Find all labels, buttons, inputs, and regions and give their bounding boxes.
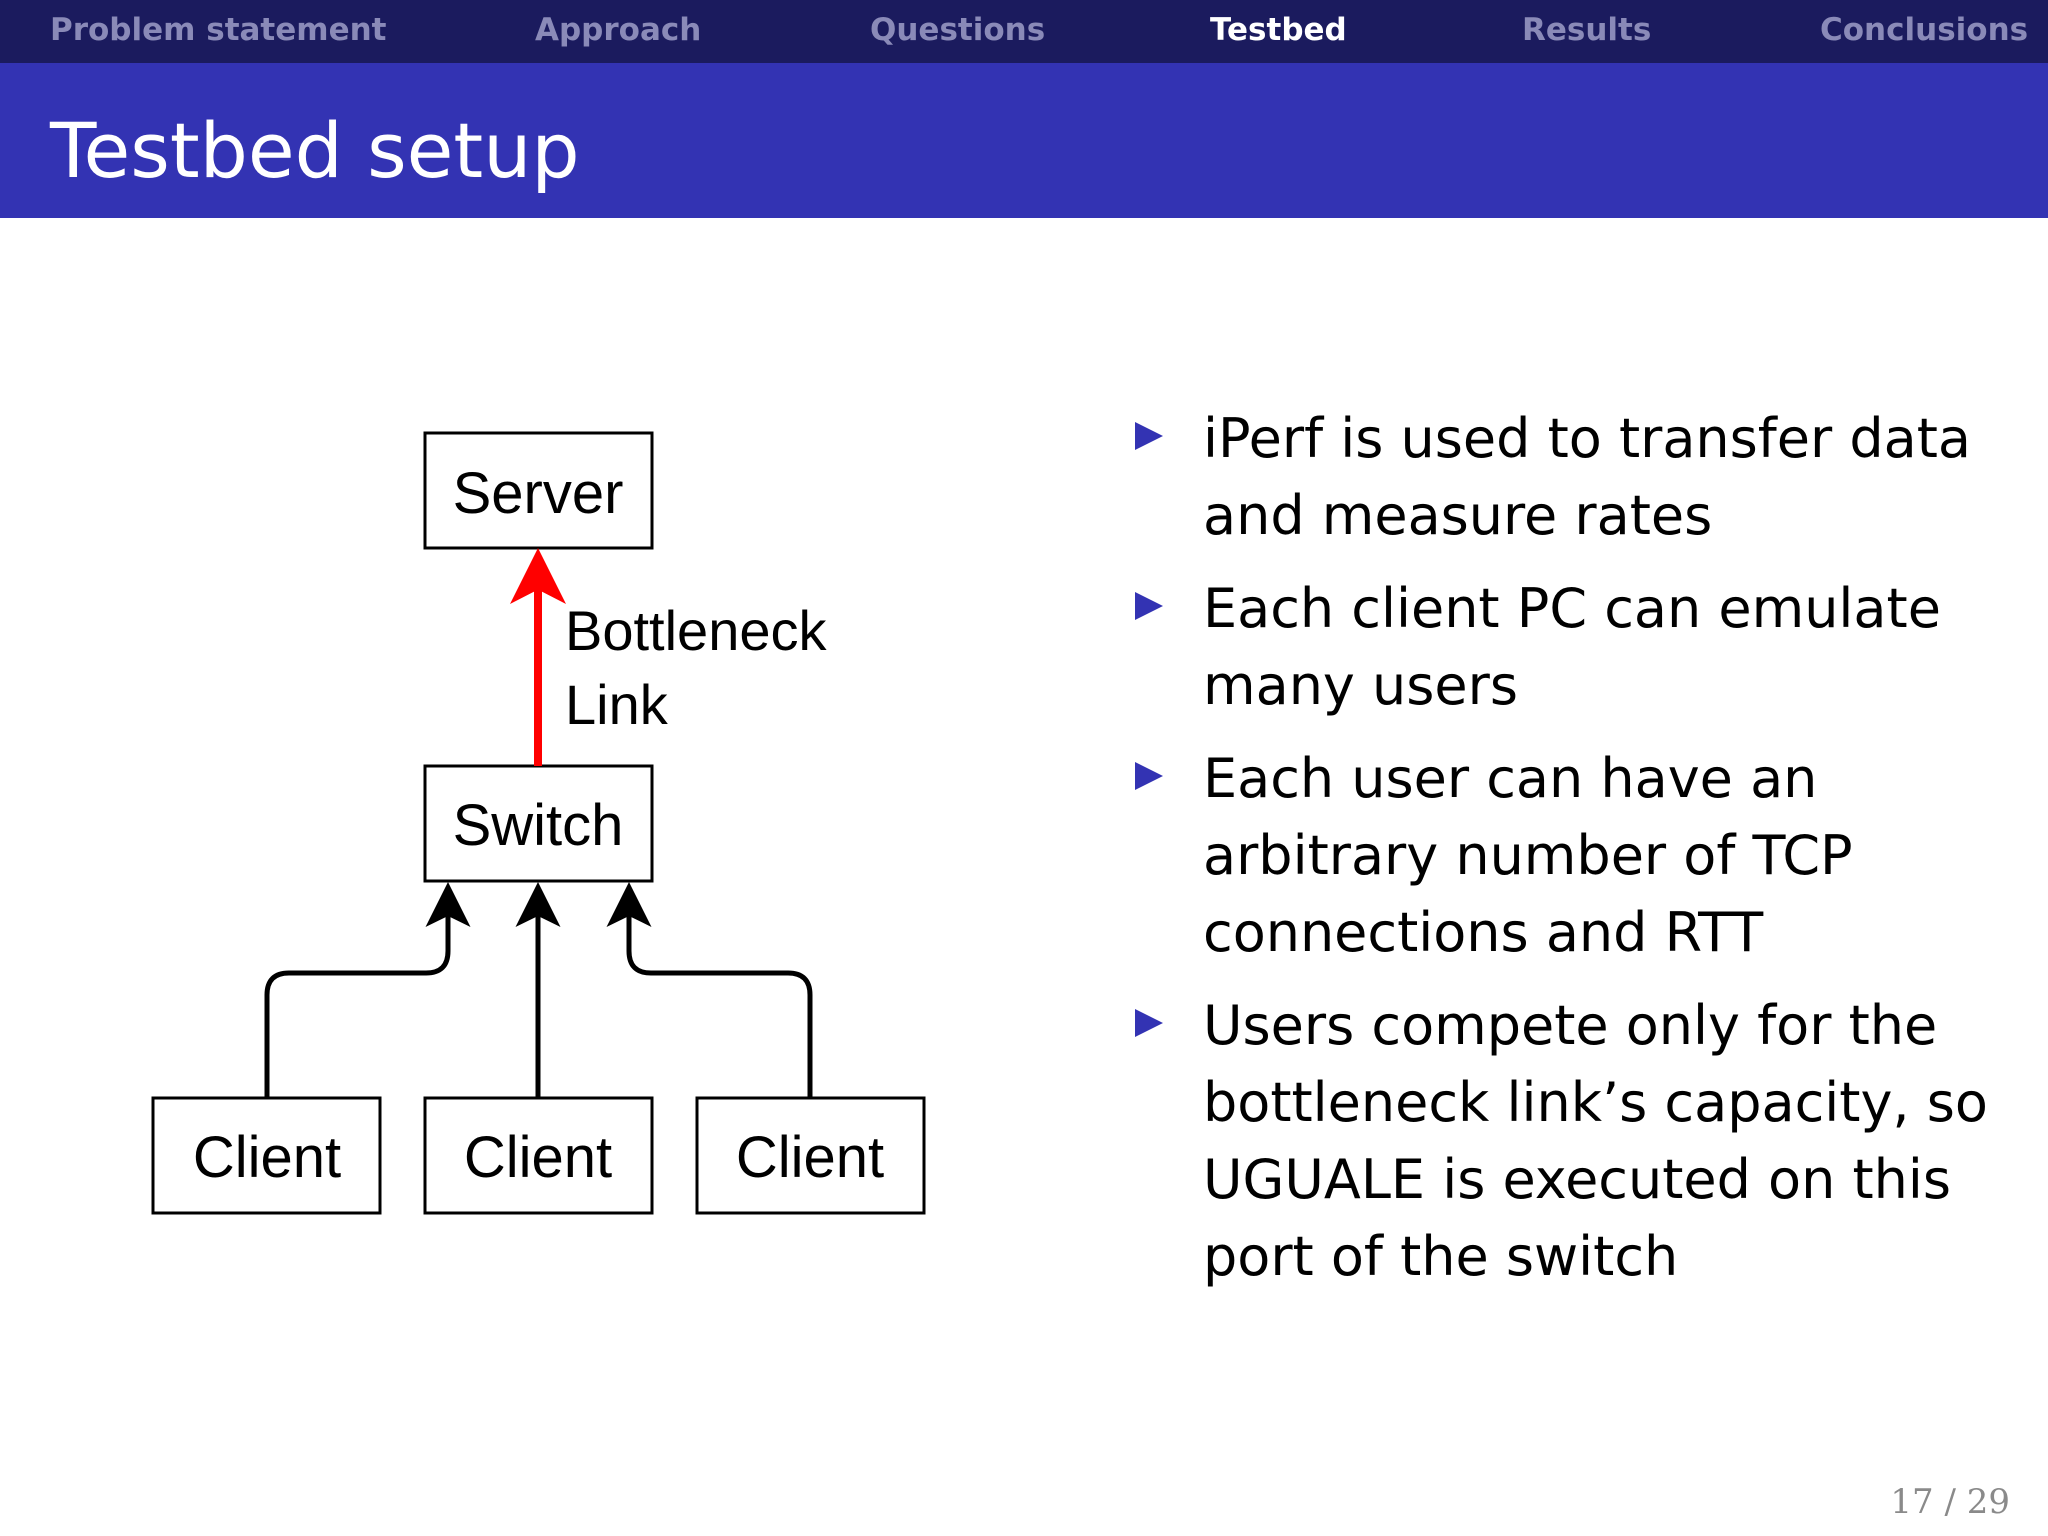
server-label: Server (453, 461, 624, 526)
bullet-item: Each user can have an arbitrary number o… (1135, 740, 2015, 971)
title-bar (0, 63, 2048, 218)
bullet-text: iPerf is used to transfer data and measu… (1203, 407, 1971, 547)
client-label-1: Client (193, 1125, 341, 1190)
bullet-text: Each user can have an arbitrary number o… (1203, 747, 1853, 964)
server-node: Server (423, 431, 654, 550)
bullet-text: Users compete only for the bottleneck li… (1203, 994, 1988, 1288)
section-navbar: Problem statement Approach Questions Tes… (0, 0, 2048, 63)
bottleneck-label-line2: Link (565, 673, 669, 736)
bottleneck-label-line1: Bottleneck (565, 599, 827, 662)
client-3-link-arrow (606, 882, 813, 1098)
page-number: 17 / 29 (1890, 1482, 2010, 1522)
client-1-link-arrow (264, 882, 471, 1098)
bullet-list: iPerf is used to transfer data and measu… (1135, 400, 2015, 1311)
client-node-1: Client (151, 1096, 382, 1215)
client-node-3: Client (695, 1096, 926, 1215)
client-label-3: Client (736, 1125, 884, 1190)
nav-item-testbed[interactable]: Testbed (1210, 12, 1347, 48)
bullet-text: Each client PC can emulate many users (1203, 577, 1941, 717)
triangle-bullet-icon (1135, 1009, 1163, 1037)
nav-item-results[interactable]: Results (1522, 12, 1652, 48)
switch-label: Switch (453, 793, 624, 858)
bullet-item: iPerf is used to transfer data and measu… (1135, 400, 2015, 554)
nav-item-conclusions[interactable]: Conclusions (1820, 12, 2029, 48)
nav-item-approach[interactable]: Approach (535, 12, 702, 48)
nav-item-questions[interactable]: Questions (870, 12, 1046, 48)
bullet-item: Each client PC can emulate many users (1135, 570, 2015, 724)
bullet-item: Users compete only for the bottleneck li… (1135, 987, 2015, 1295)
slide-title: Testbed setup (50, 106, 580, 195)
client-node-2: Client (423, 1096, 654, 1215)
triangle-bullet-icon (1135, 592, 1163, 620)
nav-item-problem-statement[interactable]: Problem statement (50, 12, 387, 48)
switch-node: Switch (423, 764, 654, 883)
client-label-2: Client (464, 1125, 612, 1190)
triangle-bullet-icon (1135, 762, 1163, 790)
triangle-bullet-icon (1135, 422, 1163, 450)
